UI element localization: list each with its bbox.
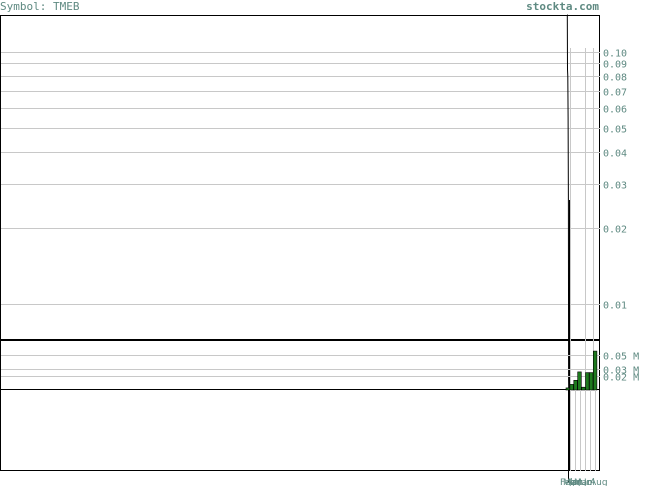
price-y-tick-label: 0.03 xyxy=(603,181,627,192)
price-panel-frame xyxy=(0,15,600,340)
price-y-tick-label: 0.06 xyxy=(603,105,627,116)
x-tick-label: Jan xyxy=(568,478,583,486)
volume-panel-frame xyxy=(0,340,600,390)
volume-y-tick-label: 0.02 M xyxy=(603,373,639,384)
price-y-tick-label: 0.01 xyxy=(603,301,627,312)
price-y-tick-label: 0.04 xyxy=(603,149,627,160)
x-tick-label: Aug xyxy=(590,478,608,486)
price-y-tick-label: 0.05 xyxy=(603,125,627,136)
price-vertical-grid xyxy=(570,48,594,340)
volume-bar xyxy=(581,386,586,391)
price-grid xyxy=(1,52,600,305)
symbol-label: Symbol: TMEB xyxy=(0,0,80,13)
lower-panel-frame xyxy=(0,389,600,471)
volume-bar xyxy=(573,379,578,391)
price-series xyxy=(566,14,570,471)
x-tick-label: Apr xyxy=(566,478,582,486)
volume-bar xyxy=(577,371,582,391)
price-y-ticks: 0.100.09 0.08 0.07 0.06 0.05 0.04 0.03 0.02 0.01 xyxy=(603,49,627,312)
x-tick-label: Mar xyxy=(563,478,580,486)
volume-bar xyxy=(592,350,598,391)
price-y-tick-label: 0.07 xyxy=(603,88,627,99)
volume-y-tick-label: 0.03 M xyxy=(603,366,639,377)
x-tick-label: Mar xyxy=(574,478,591,486)
volume-y-tick-label: 0.05 M xyxy=(603,352,639,363)
x-tick-label: Jul xyxy=(583,478,595,486)
x-tick-label: Jun xyxy=(577,478,592,486)
price-y-tick-label: 0.09 xyxy=(603,60,627,71)
volume-bar xyxy=(565,387,570,391)
x-tick-label: Feb xyxy=(560,478,576,486)
volume-bar xyxy=(569,384,574,391)
volume-y-ticks: 0.05 M 0.03 M0.02 M xyxy=(603,352,639,384)
volume-grid xyxy=(1,340,600,390)
price-y-tick-label: 0.08 xyxy=(603,73,627,84)
volume-bar xyxy=(589,372,594,391)
site-name[interactable]: stockta.com xyxy=(526,0,599,13)
volume-bar xyxy=(585,372,590,391)
lower-vertical-grid xyxy=(570,390,596,471)
price-y-tick-label: 0.10 xyxy=(603,49,627,60)
price-y-tick-label: 0.02 xyxy=(603,225,627,236)
